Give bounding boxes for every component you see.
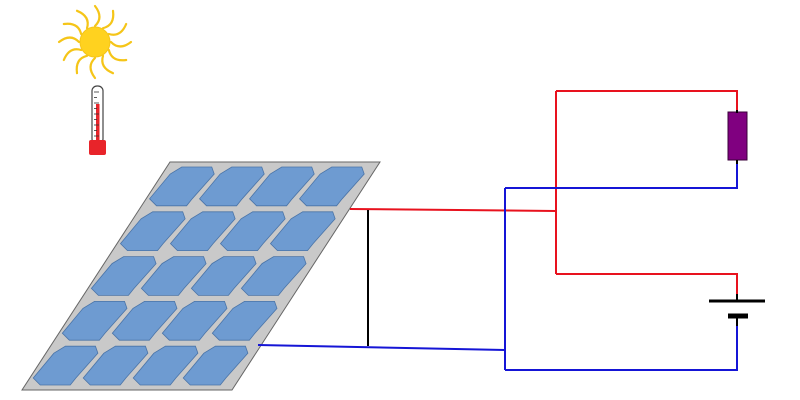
solar-cell (32, 345, 99, 386)
sun-ray (75, 54, 89, 75)
sun-ray (62, 22, 83, 36)
solar-cell (240, 256, 307, 296)
sun-icon (57, 4, 133, 80)
solar-cell (82, 345, 149, 386)
wire-positive-battery (556, 273, 738, 300)
solar-cell (219, 211, 286, 252)
sun-ray (107, 22, 128, 36)
sun-ray (62, 48, 83, 62)
solar-cell (90, 256, 157, 296)
sun-ray (101, 9, 115, 30)
sun-ray (89, 56, 97, 80)
solar-cell (199, 166, 265, 207)
solar-cell (249, 166, 315, 207)
solar-cell (182, 345, 249, 386)
sun-ray (75, 9, 89, 30)
solar-cell (190, 256, 257, 296)
wire-negative-battery (505, 318, 738, 371)
sun-core (79, 26, 111, 58)
solar-cell (161, 300, 228, 341)
circuit-wires (257, 90, 738, 371)
solar-cell (269, 211, 336, 252)
sun-ray (107, 48, 128, 62)
sun-ray (57, 36, 81, 44)
solar-cell (169, 211, 236, 252)
solar-cell (149, 166, 215, 207)
resistor-icon (727, 111, 748, 161)
sun-ray (109, 40, 133, 48)
solar-cell (211, 300, 278, 341)
solar-cell (140, 256, 207, 296)
wire-positive-load (556, 90, 738, 112)
thermometer-ticks (94, 91, 99, 137)
sun-ray (101, 54, 115, 75)
battery-icon (709, 294, 765, 326)
thermometer-icon (89, 85, 106, 155)
solar-cell (111, 300, 178, 341)
solar-cell (119, 211, 186, 252)
thermometer-bulb (89, 140, 106, 155)
solar-panel-icon (21, 161, 381, 391)
wire-negative-panel (257, 344, 506, 351)
solar-cell (61, 300, 128, 341)
solar-cell (299, 166, 365, 207)
solar-panel-cells (32, 166, 365, 386)
wire-positive-panel (349, 208, 557, 212)
sun-ray (93, 4, 101, 28)
thermometer-mercury (96, 104, 100, 144)
wire-negative-load (505, 160, 738, 189)
solar-cell (132, 345, 199, 386)
